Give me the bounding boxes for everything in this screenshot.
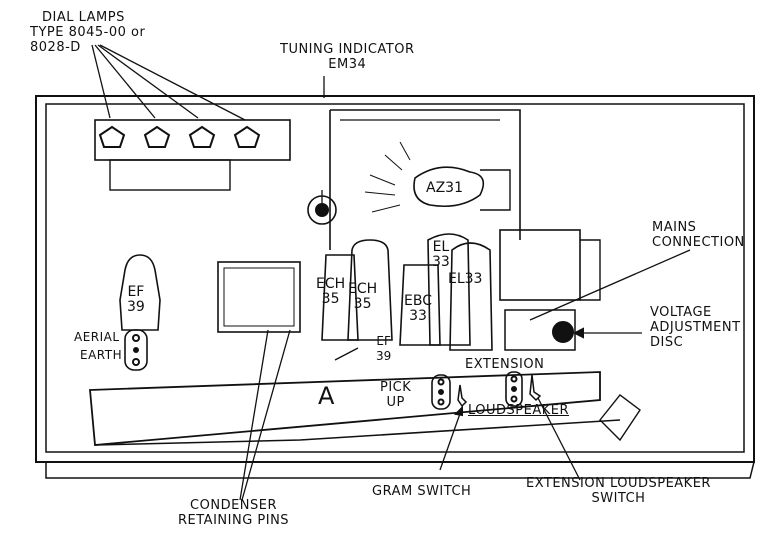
- dial-lamps: [98, 125, 261, 148]
- dial-lamps-label: DIAL LAMPS TYPE 8045-00 or 8028-D: [30, 10, 146, 55]
- voltage-panel: [504, 309, 576, 351]
- valve-el33-b-label: EL33: [448, 271, 483, 287]
- loudspeaker-label: LOUDSPEAKER: [468, 403, 570, 418]
- condenser-leader: [239, 329, 291, 501]
- pick-up-label: PICK UP: [380, 380, 412, 410]
- dial-lamp-leaders: [91, 44, 246, 121]
- marker-a: A: [318, 382, 335, 410]
- em34-tube: [307, 195, 337, 225]
- valve-az31-label: AZ31: [426, 180, 463, 196]
- gram-switch-leader: [439, 407, 463, 471]
- ext-ls-switch-label: EXTENSION LOUDSPEAKER SWITCH: [526, 476, 711, 506]
- az31-heat-lines: [364, 141, 411, 213]
- marker-a-leader: [334, 347, 359, 361]
- tuning-indicator-label: TUNING INDICATOR EM34: [280, 42, 415, 72]
- az31-valve: [413, 166, 485, 208]
- mains-connection-label: MAINS CONNECTION: [652, 220, 745, 250]
- cabinet-inner: [45, 103, 745, 453]
- if-transformer: [217, 261, 301, 333]
- gram-switch: [457, 384, 468, 408]
- ext-ls-switch: [529, 374, 542, 402]
- valve-outlines: [119, 233, 493, 351]
- aerial-earth-socket: [124, 329, 148, 371]
- extension-socket: [505, 371, 523, 407]
- earth-label: EARTH: [80, 348, 123, 362]
- chassis-deck: [89, 371, 601, 446]
- extension-label: EXTENSION: [465, 357, 545, 372]
- ext-ls-switch-leader: [537, 397, 581, 481]
- pickup-socket: [431, 374, 451, 410]
- aerial-label: AERIAL: [74, 330, 120, 344]
- voltage-adjustment-label: VOLTAGE ADJUSTMENT DISC: [650, 305, 741, 350]
- condenser-pins-label: CONDENSER RETAINING PINS: [178, 498, 290, 528]
- cabinet-base: [45, 461, 755, 479]
- gram-switch-label: GRAM SWITCH: [372, 484, 472, 499]
- voltage-adjustment-disc: [552, 321, 574, 343]
- right-bracket: [329, 109, 521, 250]
- mains-transformer: [499, 229, 581, 301]
- mains-leader: [529, 249, 691, 321]
